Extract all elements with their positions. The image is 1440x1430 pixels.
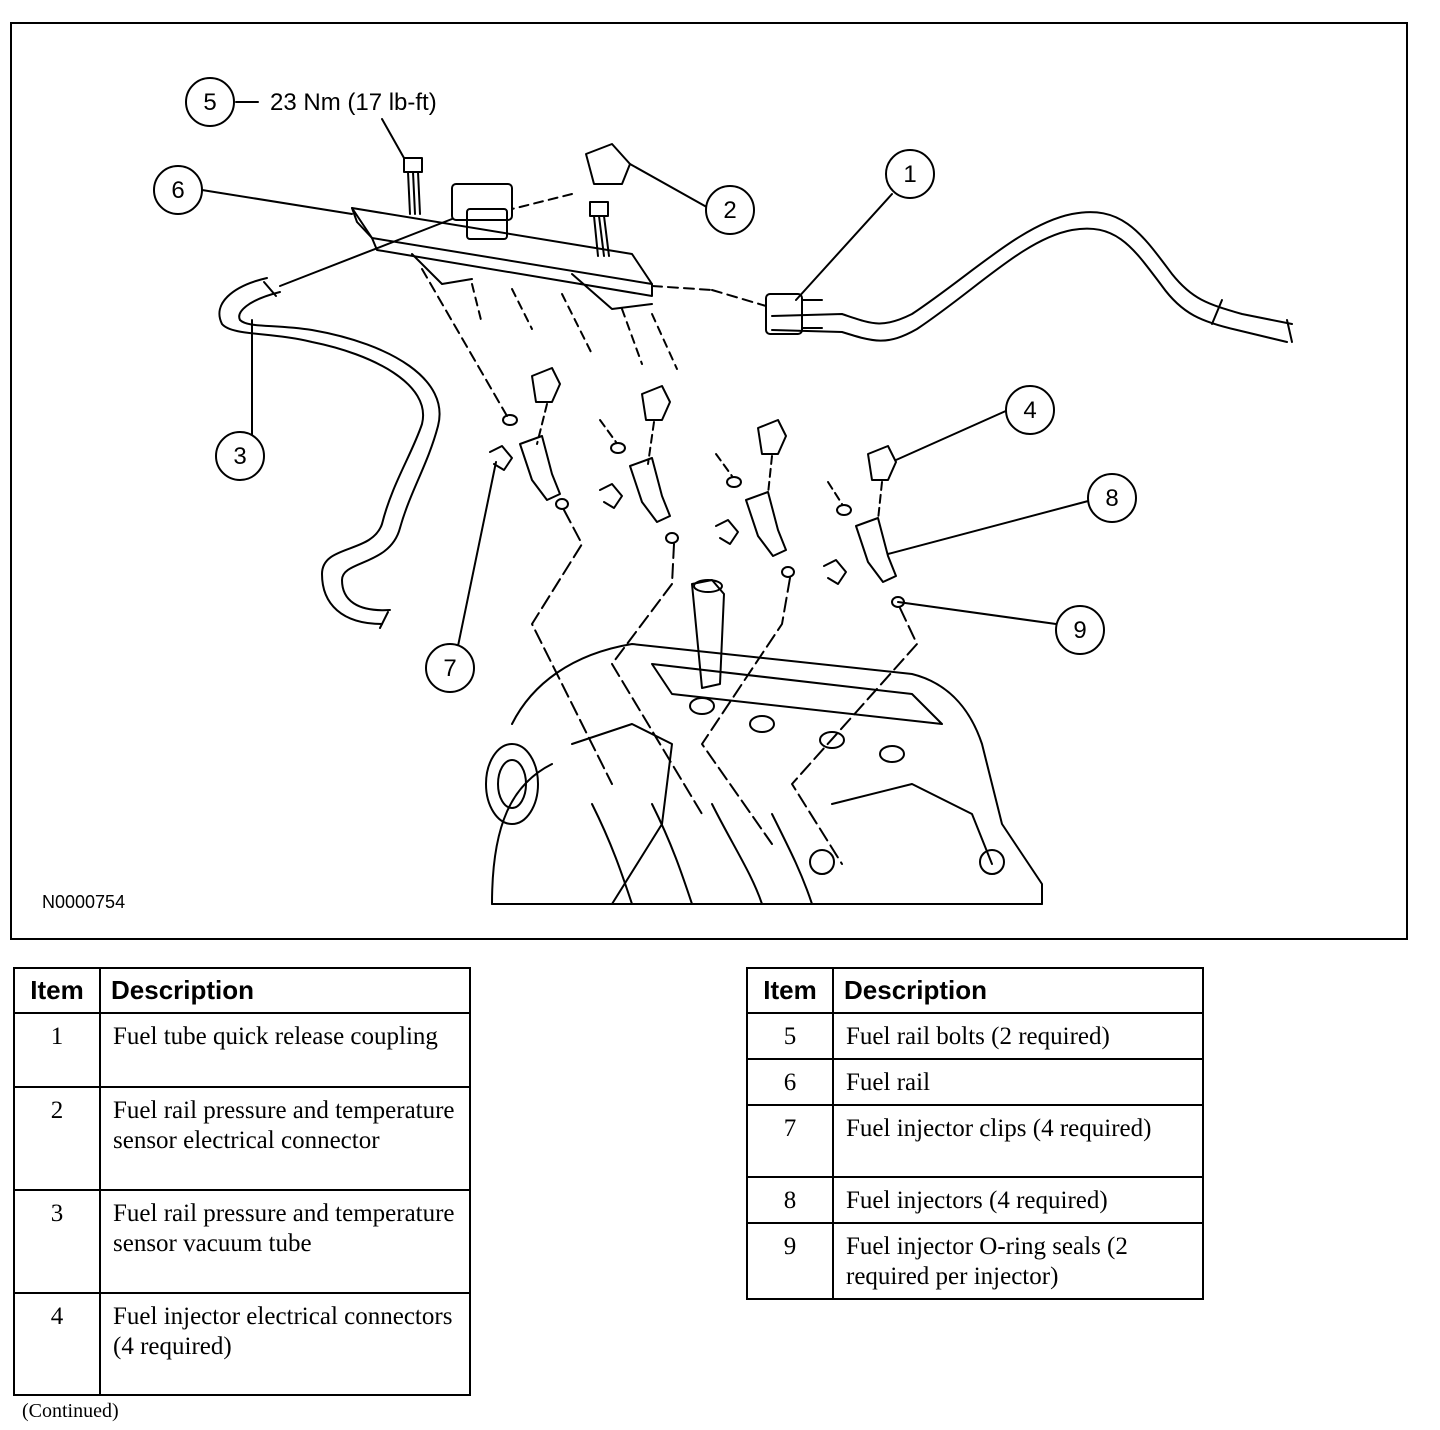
- continued-note: (Continued): [22, 1400, 119, 1422]
- fuel-rail: [351, 183, 767, 370]
- injector-set-4: [823, 445, 905, 608]
- exploded-view-figure: 1 2 3 4 5 6 7 8 9 23 Nm (17 lb-ft) N0000…: [10, 22, 1408, 940]
- injector-connector: [531, 367, 561, 403]
- injector-connector: [757, 419, 787, 455]
- header-item: Item: [746, 967, 834, 1014]
- vacuum-tube: [218, 218, 453, 629]
- row-item: 7: [746, 1104, 834, 1178]
- row-item: 3: [13, 1189, 101, 1294]
- injector-clip: [715, 519, 739, 545]
- pressure-sensor-body: [451, 183, 513, 221]
- callout-2: [705, 185, 755, 235]
- row-description: Fuel rail: [832, 1058, 1204, 1106]
- row-description: Fuel injector electrical connectors (4 r…: [99, 1292, 471, 1396]
- callout-4-label: 4: [1023, 397, 1036, 424]
- callout-8: [1087, 473, 1137, 523]
- row-description: Fuel injector clips (4 required): [832, 1104, 1204, 1178]
- injector: [745, 491, 787, 557]
- callout-2-label: 2: [723, 197, 736, 224]
- fuel-rail-bolts: [403, 157, 610, 257]
- injector: [519, 435, 561, 501]
- row-description: Fuel rail pressure and temperature senso…: [99, 1189, 471, 1294]
- injector-connector: [867, 445, 897, 481]
- injector-clip: [489, 445, 513, 471]
- torque-spec: 23 Nm (17 lb-ft): [270, 89, 437, 116]
- callout-7-label: 7: [443, 655, 456, 682]
- callout-8-label: 8: [1105, 485, 1118, 512]
- header-description: Description: [99, 967, 471, 1014]
- table-row: 4 Fuel injector electrical connectors (4…: [13, 1292, 471, 1396]
- injector: [855, 517, 897, 583]
- table-row: 8 Fuel injectors (4 required): [746, 1176, 1204, 1224]
- o-ring: [726, 476, 742, 488]
- injector-connector: [641, 385, 671, 421]
- row-description: Fuel rail bolts (2 required): [832, 1012, 1204, 1060]
- table-row: 1 Fuel tube quick release coupling: [13, 1012, 471, 1088]
- row-item: 8: [746, 1176, 834, 1224]
- row-description: Fuel injectors (4 required): [832, 1176, 1204, 1224]
- figure-id: N0000754: [42, 892, 125, 912]
- callout-9: [1055, 605, 1105, 655]
- o-ring: [502, 414, 518, 426]
- table-row: 9 Fuel injector O-ring seals (2 required…: [746, 1222, 1204, 1300]
- quick-release-coupling: [765, 293, 803, 335]
- injector-set-2: [599, 385, 679, 544]
- callout-6: [153, 165, 203, 215]
- row-item: 2: [13, 1086, 101, 1191]
- callout-3-label: 3: [233, 443, 246, 470]
- row-item: 5: [746, 1012, 834, 1060]
- callout-1: [885, 149, 935, 199]
- engine-cylinder-head: [485, 579, 1043, 905]
- fuel-supply-tube: [765, 211, 1293, 343]
- fuel-rail-exploded-diagram: 1 2 3 4 5 6 7 8 9 23 Nm (17 lb-ft) N0000…: [42, 77, 1293, 912]
- row-description: Fuel rail pressure and temperature senso…: [99, 1086, 471, 1191]
- row-item: 4: [13, 1292, 101, 1396]
- callout-7: [425, 643, 475, 693]
- injector-set-1: [421, 268, 569, 510]
- callout-5: [185, 77, 235, 127]
- row-item: 1: [13, 1012, 101, 1088]
- header-description: Description: [832, 967, 1204, 1014]
- callout-6-label: 6: [171, 177, 184, 204]
- table-row: 6 Fuel rail: [746, 1058, 1204, 1106]
- table-row: 2 Fuel rail pressure and temperature sen…: [13, 1086, 471, 1191]
- sensor-electrical-connector: [511, 143, 631, 210]
- throttle-body: [485, 743, 539, 825]
- injector-set-3: [715, 419, 795, 578]
- callout-4: [1005, 385, 1055, 435]
- legend-header-row: Item Description: [13, 967, 471, 1014]
- injector-clip: [599, 483, 623, 509]
- legend-table-left: Item Description 1 Fuel tube quick relea…: [13, 967, 471, 1396]
- legend-table-right: Item Description 5 Fuel rail bolts (2 re…: [746, 967, 1204, 1300]
- o-ring: [610, 442, 626, 454]
- callout-9-label: 9: [1073, 617, 1086, 644]
- row-item: 6: [746, 1058, 834, 1106]
- injector-clip: [823, 559, 847, 585]
- table-row: 7 Fuel injector clips (4 required): [746, 1104, 1204, 1178]
- injector: [629, 457, 671, 523]
- callout-5-label: 5: [203, 89, 216, 116]
- callout-1-label: 1: [903, 161, 916, 188]
- row-description: Fuel tube quick release coupling: [99, 1012, 471, 1088]
- row-item: 9: [746, 1222, 834, 1300]
- o-ring: [836, 504, 852, 516]
- legend-header-row: Item Description: [746, 967, 1204, 1014]
- callout-circles: [153, 77, 1137, 693]
- table-row: 5 Fuel rail bolts (2 required): [746, 1012, 1204, 1060]
- header-item: Item: [13, 967, 101, 1014]
- table-row: 3 Fuel rail pressure and temperature sen…: [13, 1189, 471, 1294]
- callout-3: [215, 431, 265, 481]
- row-description: Fuel injector O-ring seals (2 required p…: [832, 1222, 1204, 1300]
- callout-leaders: [201, 101, 1093, 647]
